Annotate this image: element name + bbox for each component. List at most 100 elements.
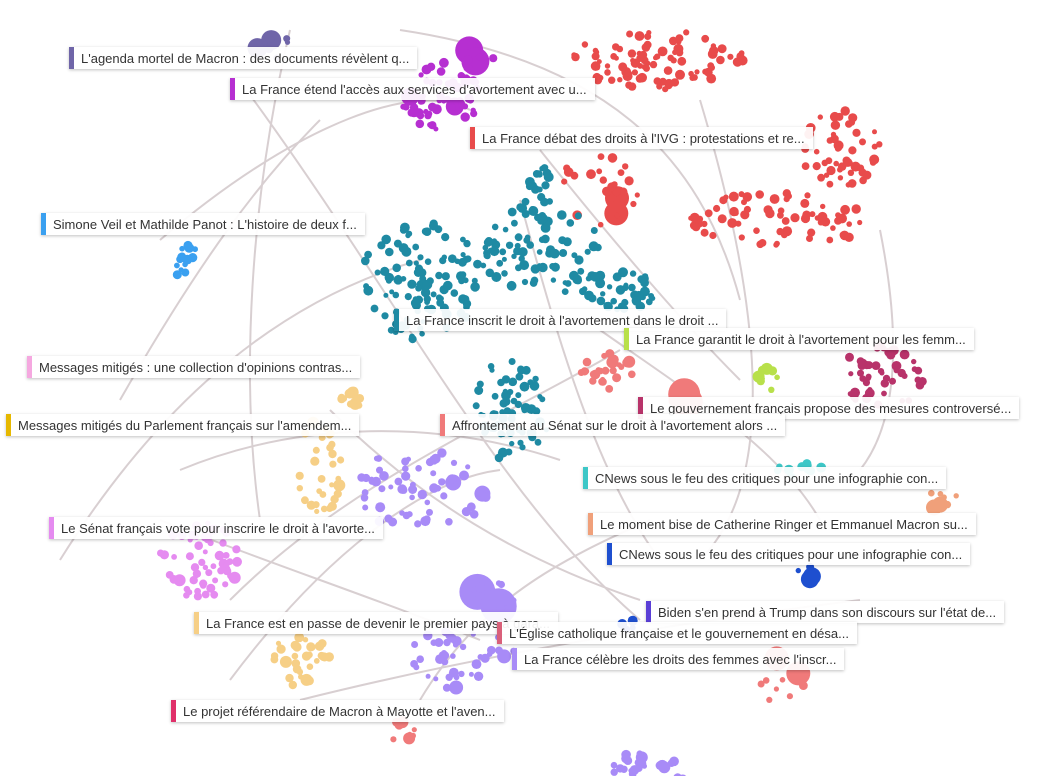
graph-node[interactable] (624, 176, 634, 186)
graph-node[interactable] (399, 226, 408, 234)
graph-node[interactable] (918, 377, 927, 386)
graph-node[interactable] (362, 504, 369, 511)
graph-node[interactable] (586, 169, 596, 180)
graph-node[interactable] (192, 246, 199, 253)
node-cluster-c-navy[interactable] (795, 562, 821, 589)
graph-node[interactable] (631, 69, 639, 76)
node-cluster-c-teal[interactable] (525, 164, 554, 224)
graph-node[interactable] (514, 233, 523, 242)
graph-node[interactable] (644, 33, 652, 40)
graph-node[interactable] (541, 181, 550, 190)
graph-node[interactable] (542, 168, 552, 178)
graph-node[interactable] (421, 288, 427, 294)
graph-node[interactable] (608, 76, 616, 84)
graph-node[interactable] (219, 539, 227, 547)
graph-node[interactable] (445, 518, 453, 526)
graph-node[interactable] (316, 488, 323, 494)
graph-node[interactable] (604, 69, 611, 76)
graph-node[interactable] (871, 361, 881, 370)
graph-node[interactable] (262, 40, 268, 47)
graph-node[interactable] (610, 768, 618, 776)
graph-node[interactable] (320, 505, 328, 513)
graph-node[interactable] (511, 253, 517, 259)
graph-node[interactable] (411, 641, 419, 648)
graph-node[interactable] (529, 279, 538, 287)
graph-node[interactable] (596, 59, 602, 65)
graph-node[interactable] (387, 326, 395, 334)
graph-node[interactable] (826, 137, 834, 144)
graph-node[interactable] (648, 293, 655, 299)
graph-node[interactable] (433, 676, 439, 682)
graph-node[interactable] (186, 589, 193, 596)
graph-node[interactable] (876, 141, 883, 148)
graph-node[interactable] (657, 759, 668, 770)
node-cluster-c-red[interactable] (571, 29, 748, 93)
graph-node[interactable] (559, 249, 568, 257)
graph-node[interactable] (355, 394, 365, 403)
graph-node[interactable] (185, 552, 194, 561)
graph-node[interactable] (463, 63, 473, 73)
graph-node[interactable] (426, 508, 433, 516)
graph-node[interactable] (580, 367, 589, 376)
graph-node[interactable] (326, 504, 334, 512)
graph-node[interactable] (843, 157, 853, 167)
graph-node[interactable] (442, 683, 451, 692)
node-cluster-c-violet[interactable] (610, 749, 688, 776)
graph-node[interactable] (719, 196, 728, 205)
graph-node[interactable] (614, 212, 621, 219)
graph-node[interactable] (562, 280, 568, 286)
graph-node[interactable] (390, 736, 397, 743)
graph-node[interactable] (193, 592, 202, 601)
graph-node[interactable] (928, 489, 935, 497)
graph-node[interactable] (612, 272, 622, 282)
graph-node[interactable] (865, 361, 874, 370)
graph-node[interactable] (524, 234, 531, 241)
graph-node[interactable] (436, 67, 446, 76)
label-messages-mitiges[interactable]: Messages mitigés : une collection d'opin… (27, 356, 361, 378)
graph-node[interactable] (781, 217, 790, 225)
graph-node[interactable] (584, 248, 591, 255)
graph-node[interactable] (497, 378, 505, 387)
graph-node[interactable] (628, 370, 636, 379)
graph-node[interactable] (388, 484, 394, 490)
graph-node[interactable] (290, 640, 300, 650)
graph-node[interactable] (563, 167, 574, 177)
graph-node[interactable] (426, 62, 436, 71)
graph-node[interactable] (275, 640, 282, 646)
graph-node[interactable] (599, 376, 606, 383)
graph-node[interactable] (179, 245, 185, 252)
graph-node[interactable] (198, 558, 206, 567)
graph-node[interactable] (610, 297, 617, 305)
graph-node[interactable] (376, 466, 383, 474)
graph-node[interactable] (401, 457, 410, 466)
graph-node[interactable] (279, 655, 292, 668)
graph-node[interactable] (460, 112, 470, 122)
graph-node[interactable] (408, 485, 418, 494)
graph-node[interactable] (394, 477, 403, 486)
graph-node[interactable] (206, 583, 216, 593)
graph-node[interactable] (864, 388, 875, 399)
graph-node[interactable] (662, 86, 669, 93)
graph-node[interactable] (596, 296, 606, 306)
graph-node[interactable] (375, 502, 386, 513)
graph-node[interactable] (825, 157, 833, 165)
graph-node[interactable] (521, 210, 530, 218)
graph-node[interactable] (848, 113, 858, 123)
graph-node[interactable] (716, 55, 725, 65)
label-eglise-catholique[interactable]: L'Église catholique française et le gouv… (497, 622, 857, 644)
graph-node[interactable] (174, 262, 180, 269)
graph-node[interactable] (475, 590, 485, 600)
graph-node[interactable] (337, 393, 346, 402)
graph-node[interactable] (786, 193, 792, 200)
graph-node[interactable] (298, 674, 304, 680)
graph-node[interactable] (440, 492, 448, 500)
graph-node[interactable] (383, 292, 389, 298)
graph-node[interactable] (618, 364, 625, 370)
graph-node[interactable] (857, 361, 867, 370)
graph-node[interactable] (417, 254, 424, 261)
graph-node[interactable] (288, 680, 297, 690)
graph-node[interactable] (619, 200, 625, 206)
graph-node[interactable] (510, 597, 517, 604)
graph-node[interactable] (171, 554, 178, 560)
graph-node[interactable] (310, 456, 320, 466)
